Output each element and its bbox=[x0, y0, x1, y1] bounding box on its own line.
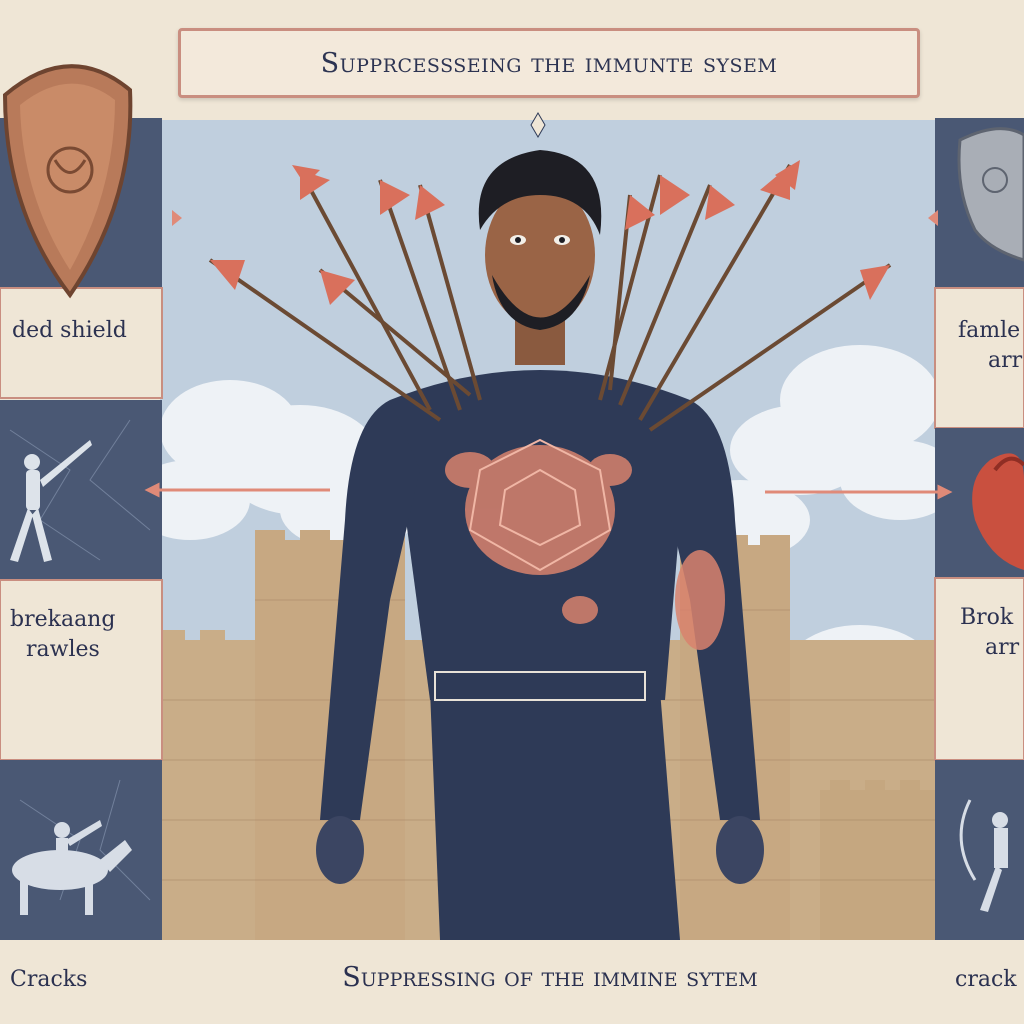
left-caption-breaking-line2: rawles bbox=[26, 637, 100, 662]
left-caption-breaking-line1: brekaang bbox=[10, 607, 116, 632]
right-caption-crack: crack bbox=[955, 967, 1017, 992]
archer-icon bbox=[959, 799, 1008, 912]
person bbox=[316, 150, 764, 940]
footer-caption: Suppressing of the immine sytem bbox=[342, 962, 758, 993]
page-title: Supprcessseing the immunte sysem bbox=[320, 47, 778, 79]
right-caption-line1: famle bbox=[958, 318, 1021, 343]
arrow-volley bbox=[208, 163, 892, 432]
figure-icon bbox=[10, 440, 92, 562]
right-caption-broken-line1: Brok bbox=[960, 605, 1014, 630]
shield-icon bbox=[957, 127, 1024, 262]
horseman-icon bbox=[12, 820, 132, 915]
title-banner: Supprcessseing the immunte sysem bbox=[178, 28, 920, 98]
right-caption-broken-line2: arr bbox=[985, 635, 1020, 660]
arrow-fletchings bbox=[210, 160, 890, 305]
left-caption-shield: ded shield bbox=[12, 318, 127, 343]
left-caption-cracks: Cracks bbox=[10, 967, 88, 992]
heart-icon bbox=[972, 453, 1024, 570]
shield-icon bbox=[2, 64, 133, 299]
right-caption-line2: arr bbox=[988, 348, 1023, 373]
